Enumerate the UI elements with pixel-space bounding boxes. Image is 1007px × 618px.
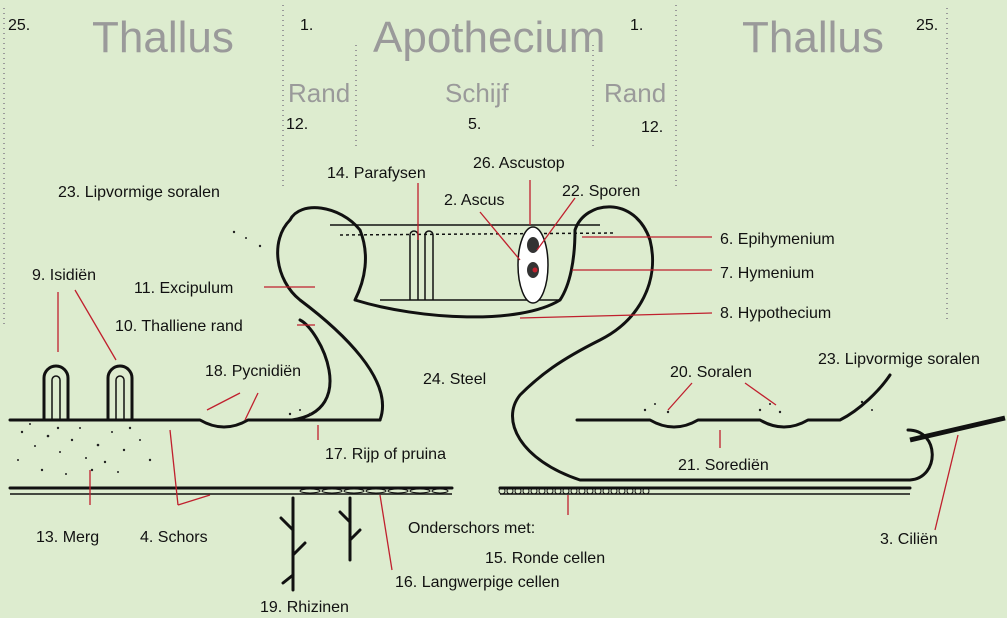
- zone-title-apothecium: Apothecium: [373, 13, 605, 62]
- elongated-cells: [300, 489, 448, 493]
- zone-subtitle-rand-right: Rand: [604, 78, 666, 108]
- label-lipvormige-soralen-right: 23. Lipvormige soralen: [818, 351, 980, 368]
- label-hymenium: 7. Hymenium: [720, 265, 814, 282]
- label-ascus: 2. Ascus: [444, 192, 504, 209]
- label-rhizinen: 19. Rhizinen: [260, 599, 349, 616]
- label-cilien: 3. Ciliën: [880, 531, 938, 548]
- zone-number-12-right: 12.: [641, 119, 663, 136]
- label-schors: 4. Schors: [140, 529, 208, 546]
- zone-title-thallus-left: Thallus: [92, 13, 234, 62]
- zone-number-5: 5.: [468, 116, 481, 133]
- label-lipvormige-soralen-left: 23. Lipvormige soralen: [58, 184, 220, 201]
- label-hypothecium: 8. Hypothecium: [720, 305, 831, 322]
- label-epihymenium: 6. Epihymenium: [720, 231, 835, 248]
- label-merg: 13. Merg: [36, 529, 99, 546]
- label-onderschors-met: Onderschors met:: [408, 520, 535, 537]
- label-sporen: 22. Sporen: [562, 183, 640, 200]
- callout-labels: 26. Ascustop 14. Parafysen 2. Ascus 22. …: [32, 155, 980, 616]
- zone-number-25-right: 25.: [916, 17, 938, 34]
- label-soralen: 20. Soralen: [670, 364, 752, 381]
- medulla-stipple: [17, 423, 151, 475]
- zone-number-1-right: 1.: [630, 17, 643, 34]
- label-rijp-of-pruina: 17. Rijp of pruina: [325, 446, 446, 463]
- zone-subtitle-rand-left: Rand: [288, 78, 350, 108]
- label-langwerpige-cellen: 16. Langwerpige cellen: [395, 574, 560, 591]
- zone-title-thallus-right: Thallus: [742, 13, 884, 62]
- label-ascustop: 26. Ascustop: [473, 155, 565, 172]
- label-ronde-cellen: 15. Ronde cellen: [485, 550, 605, 567]
- label-soredien: 21. Sorediën: [678, 457, 769, 474]
- zone-number-12-left: 12.: [286, 116, 308, 133]
- label-parafysen: 14. Parafysen: [327, 165, 426, 182]
- label-steel: 24. Steel: [423, 371, 486, 388]
- label-thalliene-rand: 10. Thalliene rand: [115, 318, 243, 335]
- label-excipulum: 11. Excipulum: [134, 280, 233, 297]
- label-pycnidien: 18. Pycnidiën: [205, 363, 301, 380]
- zone-number-25-left: 25.: [8, 17, 30, 34]
- zone-subtitle-schijf: Schijf: [445, 78, 509, 108]
- label-isidien: 9. Isidiën: [32, 267, 96, 284]
- zone-number-1-left: 1.: [300, 17, 313, 34]
